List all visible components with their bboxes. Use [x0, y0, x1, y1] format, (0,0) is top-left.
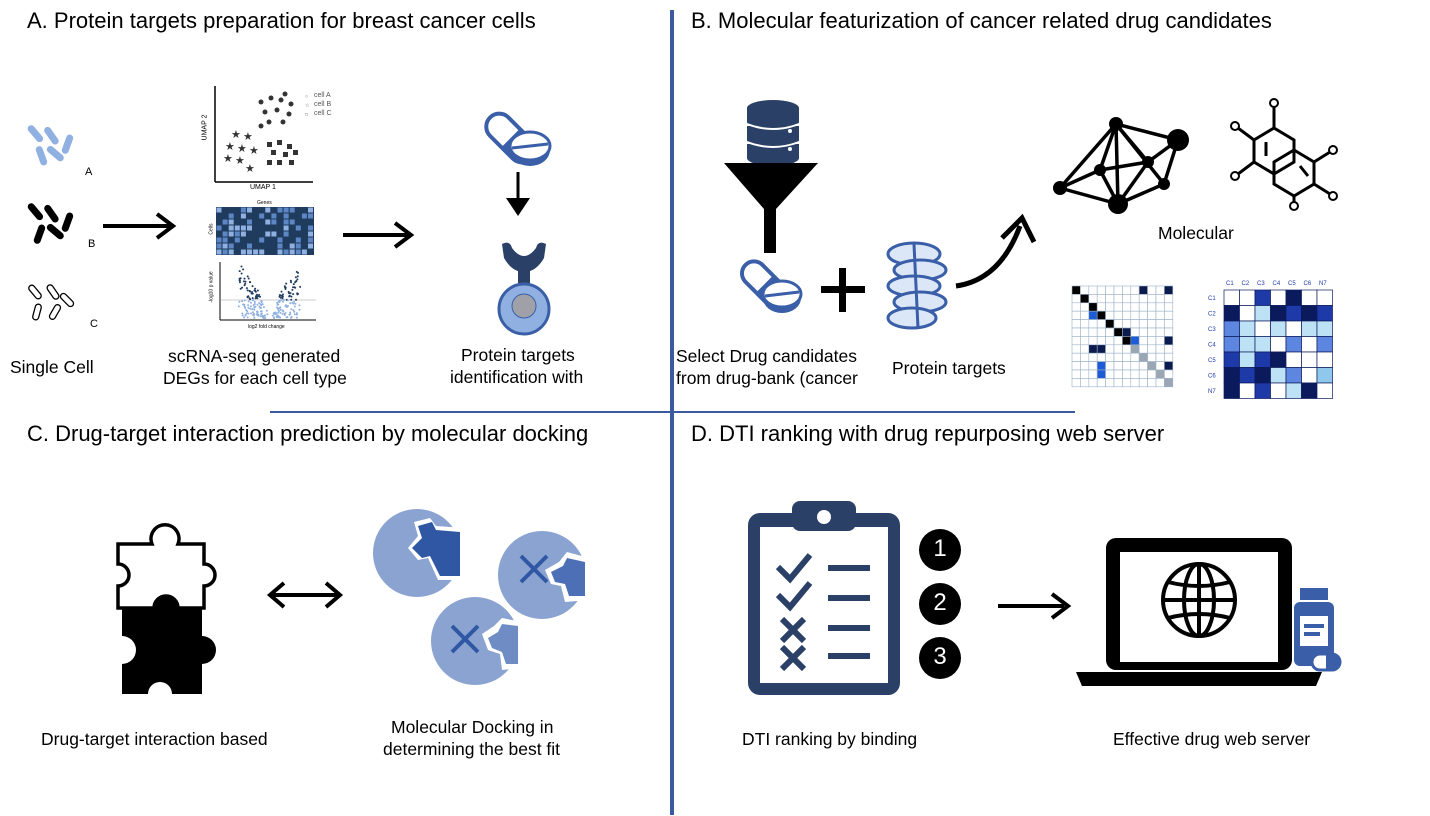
molecular-caption: Molecular	[1158, 223, 1234, 243]
svg-text:C4: C4	[1273, 281, 1281, 287]
double-arrow-icon	[266, 581, 344, 609]
panel-b-title: B. Molecular featurization of cancer rel…	[691, 8, 1272, 33]
web-server-caption: Effective drug web server	[1113, 729, 1311, 749]
cell-c-icon	[28, 284, 75, 321]
heatmap-icon	[216, 207, 314, 255]
clipboard-icon	[748, 501, 900, 695]
heatmap-top-label: Genes	[257, 200, 272, 206]
panel-c-title: C. Drug-target interaction prediction by…	[27, 421, 589, 446]
cell-a-icon	[27, 125, 74, 166]
arrow-right-icon	[998, 592, 1072, 620]
docking-good-fit-icon	[373, 509, 464, 597]
svg-text:★: ★	[225, 140, 235, 153]
svg-text:★: ★	[231, 128, 241, 141]
database-icon	[746, 100, 800, 166]
adjacency-matrix-icon	[1071, 285, 1174, 388]
arrow-down-icon	[506, 172, 530, 216]
molecular-graph-icon	[1053, 117, 1189, 214]
svg-text:C2: C2	[1242, 281, 1250, 287]
svg-text:C6: C6	[1208, 374, 1216, 380]
ranking-caption: DTI ranking by binding	[742, 729, 918, 749]
svg-text:C6: C6	[1304, 281, 1312, 287]
docking-misfit-icon	[431, 597, 522, 685]
svg-text:☆: ☆	[305, 103, 310, 109]
chemical-structure-icon	[1230, 98, 1338, 211]
svg-text:★: ★	[249, 144, 259, 157]
puzzle-icon	[116, 523, 217, 694]
svg-text:C2: C2	[1208, 312, 1216, 318]
medicine-bottle-icon	[1294, 588, 1342, 672]
svg-text:★: ★	[223, 152, 233, 165]
svg-text:C5: C5	[1288, 281, 1296, 287]
single-cell-caption: Single Cell	[10, 357, 94, 377]
svg-text:C4: C4	[1208, 343, 1216, 349]
svg-text:C1: C1	[1226, 281, 1234, 287]
umap-legend-c: cell C	[314, 110, 332, 117]
panel-d-title: D. DTI ranking with drug repurposing web…	[691, 421, 1165, 446]
scrna-caption-line1: scRNA-seq generated	[168, 346, 341, 366]
svg-text:★: ★	[237, 142, 247, 155]
curved-arrow-icon	[955, 213, 1037, 289]
volcano-x-label: log2 fold change	[248, 324, 285, 330]
cell-b-label: B	[88, 238, 96, 250]
svg-text:★: ★	[245, 162, 255, 175]
pill-icon	[484, 111, 552, 166]
umap-legend-b: cell B	[314, 101, 332, 108]
rank-1-label: 1	[933, 535, 947, 562]
svg-text:N7: N7	[1208, 389, 1216, 395]
umap-legend-a: cell A	[314, 92, 331, 99]
heatmap-side-label: Cells	[208, 223, 215, 235]
umap-x-label: UMAP 1	[250, 184, 276, 191]
dti-caption: Drug-target interaction based	[41, 729, 268, 749]
umap-scatter-icon: ★★★ ★★★ ★★ ○ ☆ □	[214, 86, 313, 183]
svg-text:C5: C5	[1208, 358, 1216, 364]
svg-text:○: ○	[305, 94, 308, 100]
cell-c-label: C	[90, 318, 98, 330]
svg-text:C3: C3	[1208, 327, 1216, 333]
protein-id-caption-line2: identification with	[450, 367, 584, 387]
svg-text:N7: N7	[1319, 281, 1327, 287]
svg-text:★: ★	[243, 130, 253, 143]
arrow-right-icon	[343, 221, 415, 249]
svg-text:C1: C1	[1208, 296, 1216, 302]
arrow-right-icon	[103, 212, 177, 240]
volcano-plot-icon	[219, 262, 316, 321]
scrna-caption-line2: DEGs for each cell type	[163, 368, 347, 388]
protein-targets-caption: Protein targets	[892, 358, 1006, 378]
horizontal-divider	[270, 411, 1075, 413]
rank-3-label: 3	[933, 643, 947, 670]
select-drug-caption-line2: from drug-bank (cancer	[676, 368, 858, 388]
rank-2-label: 2	[933, 589, 947, 616]
pill-icon	[739, 259, 803, 313]
svg-text:C3: C3	[1257, 281, 1265, 287]
svg-text:□: □	[305, 112, 308, 118]
rank-badge-icon	[919, 637, 961, 679]
umap-y-label: UMAP 2	[201, 114, 209, 141]
panel-a-title: A. Protein targets preparation for breas…	[27, 8, 536, 33]
laptop-icon	[1076, 538, 1322, 686]
protein-helix-icon	[886, 241, 948, 330]
svg-text:★: ★	[235, 154, 245, 167]
rank-badge-icon	[919, 583, 961, 625]
rank-badge-icon	[919, 529, 961, 571]
funnel-icon	[724, 163, 818, 253]
protein-id-caption-line1: Protein targets	[461, 345, 575, 365]
receptor-icon	[497, 242, 551, 336]
docking-misfit-icon	[498, 531, 589, 619]
plus-icon	[821, 268, 865, 312]
cell-b-icon	[27, 203, 74, 244]
docking-caption-line2: determining the best fit	[383, 739, 561, 759]
docking-caption-line1: Molecular Docking in	[391, 717, 554, 737]
select-drug-caption-line1: Select Drug candidates	[676, 346, 857, 366]
volcano-y-label: -log10 p value	[208, 271, 215, 303]
cell-a-label: A	[85, 166, 93, 178]
